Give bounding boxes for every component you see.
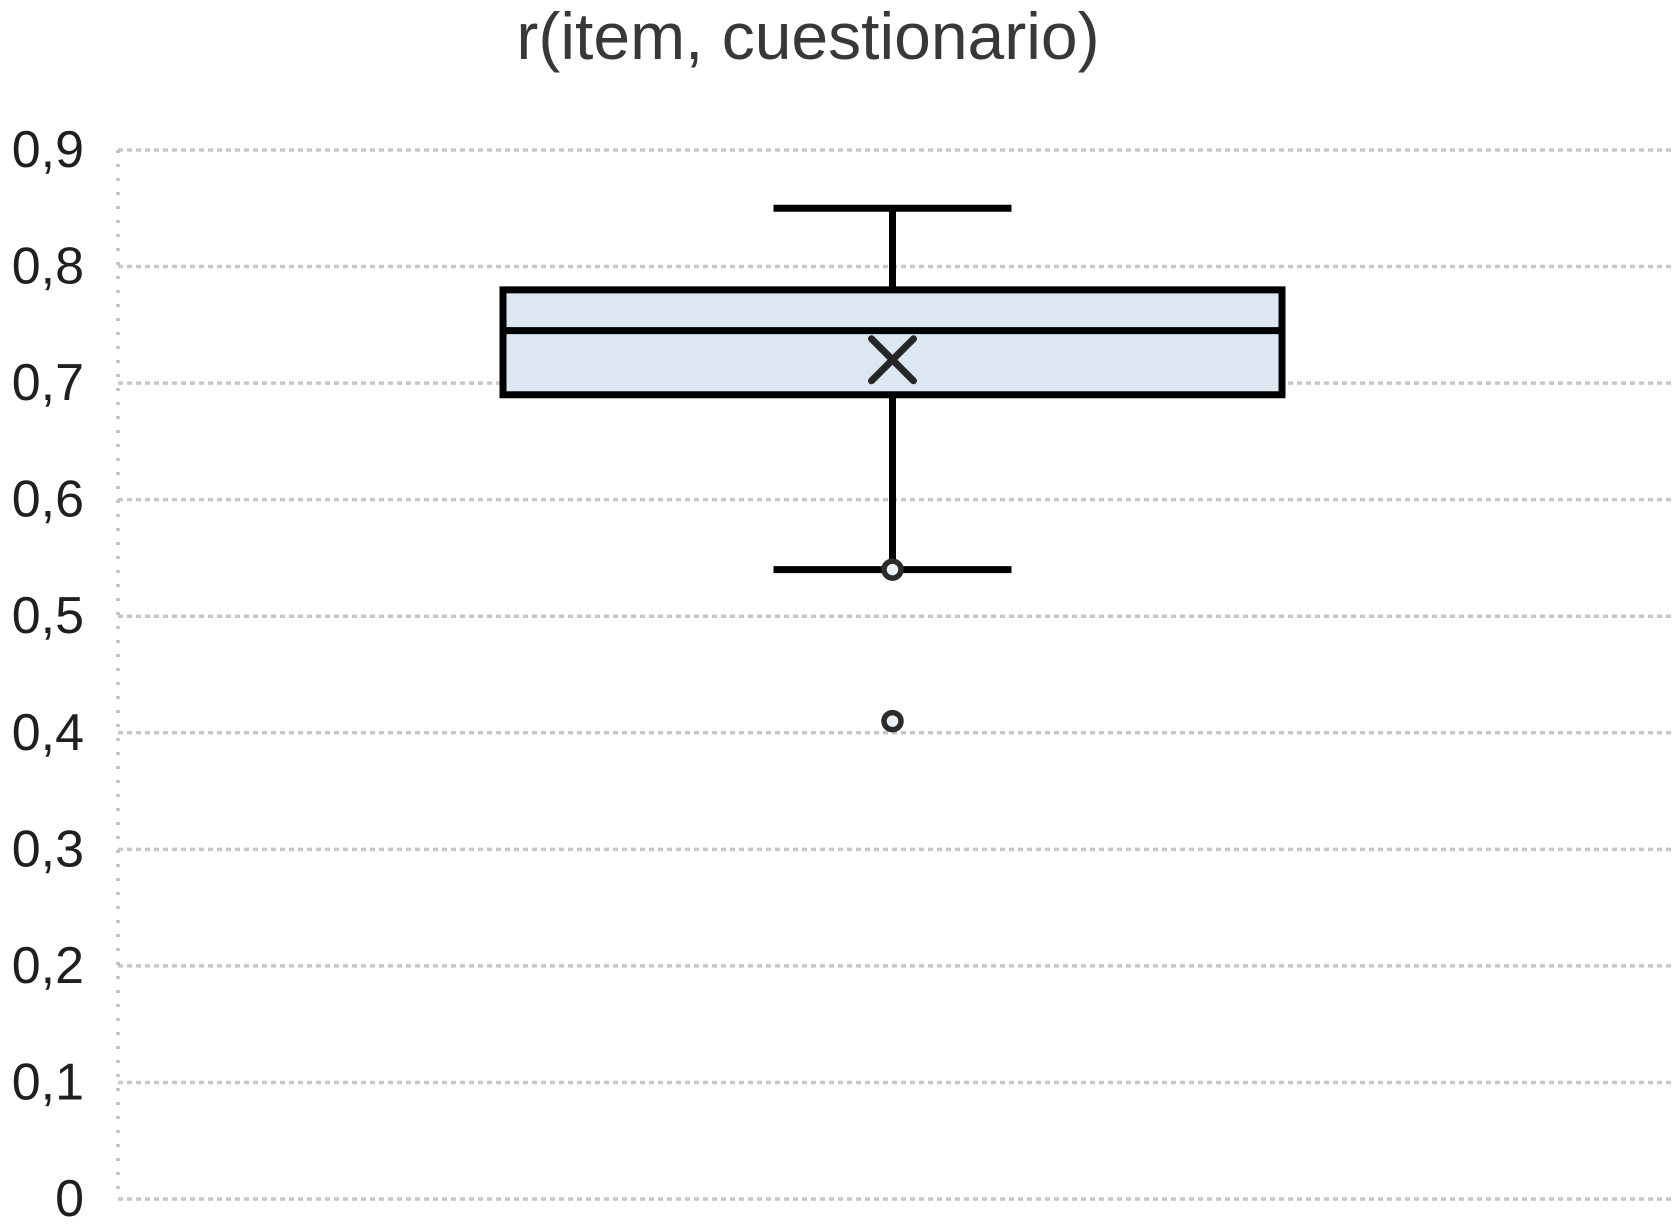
outlier-point bbox=[881, 709, 904, 733]
mean-x-marker bbox=[868, 335, 917, 385]
y-tick-label: 0 bbox=[55, 1170, 84, 1228]
y-tick-label: 0,7 bbox=[12, 354, 84, 412]
y-tick-label: 0,1 bbox=[12, 1053, 84, 1111]
y-tick-label: 0,3 bbox=[12, 820, 84, 878]
y-tick-label: 0,5 bbox=[12, 587, 84, 645]
y-tick-label: 0,9 bbox=[12, 121, 84, 179]
y-tick-label: 0,2 bbox=[12, 937, 84, 995]
chart-title: r(item, cuestionario) bbox=[516, 0, 1100, 73]
outlier-point bbox=[881, 558, 904, 581]
y-tick-label: 0,8 bbox=[12, 238, 84, 296]
box bbox=[499, 286, 1286, 399]
y-tick-label: 0,6 bbox=[12, 471, 84, 529]
y-tick-label: 0,4 bbox=[12, 704, 84, 762]
